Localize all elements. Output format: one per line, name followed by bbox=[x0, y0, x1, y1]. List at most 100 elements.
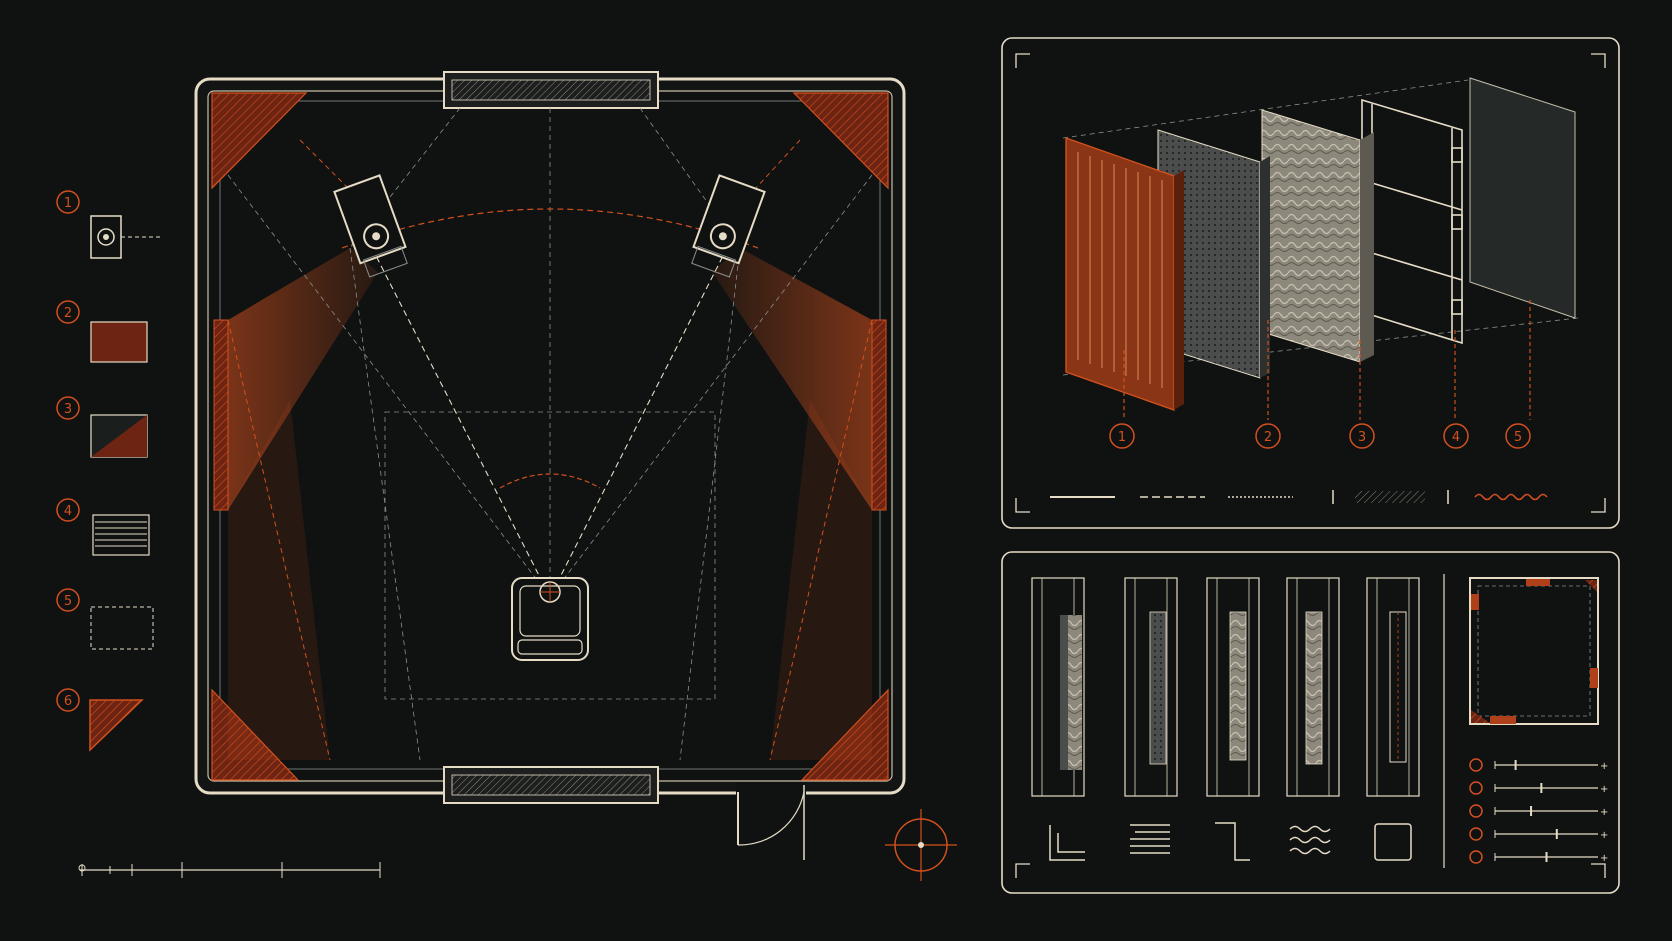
slider-row[interactable]: + bbox=[1469, 850, 1608, 864]
side-absorber-left bbox=[213, 319, 229, 511]
listening-chair[interactable] bbox=[511, 577, 589, 661]
corner-detail-icon bbox=[1049, 825, 1085, 861]
speaker-left[interactable] bbox=[333, 174, 411, 278]
wall-section-5[interactable] bbox=[1366, 577, 1420, 797]
callout-leaders bbox=[1123, 300, 1531, 420]
callout-number: 2 bbox=[1264, 430, 1272, 445]
legend-number-badge bbox=[56, 396, 80, 420]
slider-radio[interactable] bbox=[1469, 804, 1483, 818]
frame-corner-marks bbox=[1015, 863, 1606, 878]
slider-list: + + + + + bbox=[1469, 758, 1608, 864]
legend-number: 2 bbox=[64, 306, 72, 321]
slider-row[interactable]: + bbox=[1469, 758, 1608, 772]
geometry-guides bbox=[227, 107, 873, 761]
wall-section-1[interactable] bbox=[1031, 577, 1085, 797]
callout-badge bbox=[1255, 423, 1281, 449]
slider-plus: + bbox=[1600, 830, 1608, 841]
grooved-face-panel-icon bbox=[1065, 137, 1184, 411]
callout-badge bbox=[1505, 423, 1531, 449]
callout-number: 5 bbox=[1514, 430, 1522, 445]
wall-sections-view: + + + + + bbox=[1001, 551, 1620, 894]
layer-callout-3[interactable]: 3 bbox=[1349, 423, 1375, 449]
slider-plus: + bbox=[1600, 807, 1608, 818]
corner-bass-trap-bottom-left bbox=[211, 688, 300, 781]
legend-number-badge bbox=[56, 190, 80, 214]
layer-callout-1[interactable]: 1 bbox=[1109, 423, 1135, 449]
step-detail-icon bbox=[1215, 822, 1250, 861]
slider-plus: + bbox=[1600, 761, 1608, 772]
legend-number: 5 bbox=[64, 594, 72, 609]
slider-plus: + bbox=[1600, 853, 1608, 864]
callout-number: 4 bbox=[1452, 430, 1460, 445]
top-diffuser bbox=[443, 71, 659, 109]
legend-number-badge bbox=[56, 498, 80, 522]
sweet-spot-arc bbox=[499, 473, 601, 489]
reflection-ray bbox=[769, 319, 873, 761]
legend-number: 1 bbox=[64, 196, 72, 211]
slider-radio[interactable] bbox=[1469, 827, 1483, 841]
slatted-diffuser-icon bbox=[92, 514, 150, 556]
legend-item-4[interactable]: 4 bbox=[56, 498, 150, 556]
legend-number: 6 bbox=[64, 694, 72, 709]
exploded-panel-view: 1 2 3 4 5 bbox=[1001, 37, 1620, 529]
crosshair-icon bbox=[885, 809, 957, 881]
line-type-hatch bbox=[1355, 491, 1425, 503]
legend-item-5[interactable]: 5 bbox=[56, 588, 154, 650]
stacked-lines-icon bbox=[1130, 824, 1170, 854]
rear-reflection-zone-left bbox=[228, 400, 330, 760]
glass-backing-icon bbox=[1469, 77, 1576, 319]
slider-row[interactable]: + bbox=[1469, 804, 1608, 818]
legend-item-2[interactable]: 2 bbox=[56, 300, 148, 363]
wall-section-4[interactable] bbox=[1286, 577, 1340, 797]
slider-radio[interactable] bbox=[1469, 850, 1483, 864]
slider-row[interactable]: + bbox=[1469, 781, 1608, 795]
slider-plus: + bbox=[1600, 784, 1608, 795]
wave-detail-icon bbox=[1289, 825, 1331, 855]
diagonal-split-panel-icon bbox=[90, 414, 148, 458]
legend-number: 3 bbox=[64, 402, 72, 417]
legend-number-badge bbox=[56, 300, 80, 324]
legend: 1 2 3 4 bbox=[56, 190, 163, 752]
door[interactable] bbox=[736, 782, 806, 860]
slider-radio[interactable] bbox=[1469, 781, 1483, 795]
slider-row[interactable]: + bbox=[1469, 827, 1608, 841]
legend-item-3[interactable]: 3 bbox=[56, 396, 148, 458]
side-absorber-right bbox=[871, 319, 887, 511]
frame-corner-marks bbox=[1015, 53, 1606, 513]
speaker-right[interactable] bbox=[688, 174, 766, 278]
line-type-wave bbox=[1474, 493, 1548, 501]
scale-bar bbox=[78, 862, 381, 878]
callout-badge bbox=[1109, 423, 1135, 449]
wall-section-2[interactable] bbox=[1124, 577, 1178, 797]
line-type-legend bbox=[1050, 490, 1548, 504]
callout-badge bbox=[1349, 423, 1375, 449]
callout-number: 1 bbox=[1118, 430, 1126, 445]
corner-bass-trap-top-right bbox=[792, 92, 889, 190]
rear-reflection-zone-right bbox=[770, 400, 872, 760]
timber-frame-icon bbox=[1361, 98, 1463, 345]
slider-radio[interactable] bbox=[1469, 758, 1483, 772]
legend-item-1[interactable]: 1 bbox=[56, 190, 163, 259]
first-reflection-zone-left bbox=[228, 248, 378, 510]
layer-callout-4[interactable]: 4 bbox=[1443, 423, 1469, 449]
layer-callout-2[interactable]: 2 bbox=[1255, 423, 1281, 449]
absorber-panel-icon bbox=[90, 321, 148, 363]
floor-plan bbox=[194, 71, 906, 860]
mineral-wool-icon bbox=[1261, 109, 1374, 363]
callout-number: 3 bbox=[1358, 430, 1366, 445]
corner-bass-trap-top-left bbox=[211, 92, 308, 190]
legend-number-badge bbox=[56, 688, 80, 712]
wall-section-3[interactable] bbox=[1206, 577, 1260, 797]
dashed-zone-icon bbox=[90, 606, 154, 650]
listening-line-right bbox=[549, 247, 728, 598]
layer-callout-5[interactable]: 5 bbox=[1505, 423, 1531, 449]
corner-bass-trap-icon bbox=[89, 699, 144, 752]
legend-item-6[interactable]: 6 bbox=[56, 688, 144, 752]
legend-number-badge bbox=[56, 588, 80, 612]
listening-arc bbox=[341, 208, 759, 249]
first-reflection-zone-right bbox=[712, 248, 872, 510]
mini-room-plan bbox=[1469, 577, 1599, 725]
bottom-diffuser bbox=[443, 766, 659, 804]
listening-line-left bbox=[371, 247, 551, 598]
